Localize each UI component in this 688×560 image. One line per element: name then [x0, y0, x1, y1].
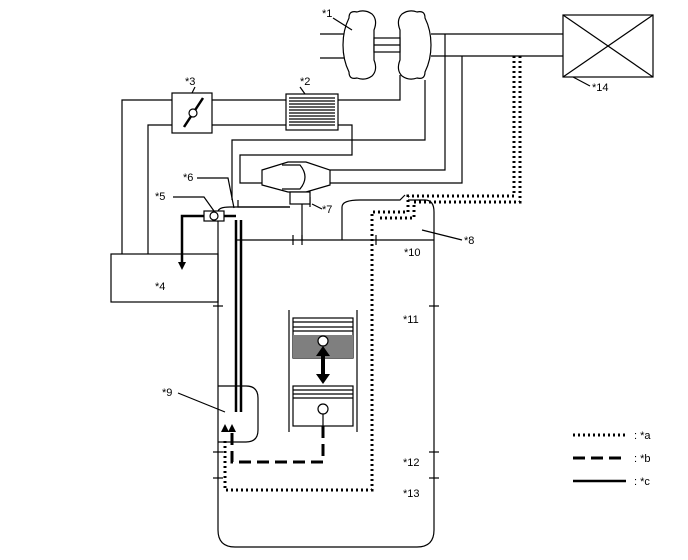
callout-11: *11 — [403, 314, 419, 326]
callout-2: *2 — [300, 76, 310, 88]
engine-block — [213, 194, 439, 548]
turbocharger — [320, 10, 432, 80]
callout-labels: *1 *2 *3 *4 *5 *6 *7 *8 *9 *10 *11 *12 *… — [155, 8, 609, 500]
callout-12: *12 — [403, 457, 420, 469]
callout-6: *6 — [183, 172, 193, 184]
component-box-14 — [562, 14, 654, 78]
callout-8: *8 — [464, 235, 474, 247]
callout-13: *13 — [403, 488, 420, 500]
callout-4: *4 — [155, 281, 165, 293]
leader-lines — [173, 17, 591, 413]
pcv-valve — [178, 210, 236, 270]
legend-label-b: : *b — [634, 453, 651, 465]
callout-14: *14 — [592, 82, 609, 94]
fresh-air-path — [223, 56, 522, 492]
callout-5: *5 — [155, 191, 165, 203]
throttle-valve — [171, 92, 213, 134]
callout-7: *7 — [322, 204, 332, 216]
legend: : *a : *b : *c — [573, 430, 651, 488]
intercooler — [285, 93, 339, 131]
callout-3: *3 — [185, 76, 195, 88]
callout-10: *10 — [404, 247, 421, 259]
blow-by-path — [230, 426, 325, 464]
callout-1: *1 — [322, 8, 332, 20]
oil-separator — [261, 161, 331, 205]
legend-label-c: : *c — [634, 476, 650, 488]
intake-manifold — [110, 253, 219, 303]
legend-label-a: : *a — [634, 430, 651, 442]
callout-9: *9 — [162, 387, 172, 399]
oil-tube-housing — [218, 220, 259, 443]
flow-arrows — [221, 424, 236, 432]
